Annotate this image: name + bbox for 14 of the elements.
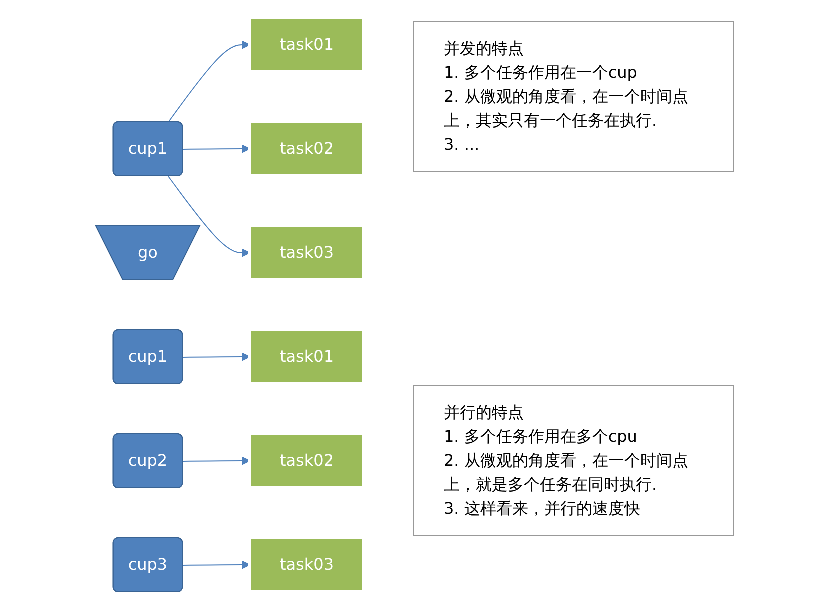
arrow: [167, 40, 250, 123]
node-box: 并行的特点 1. 多个任务作用在多个cpu 2. 从微观的角度看，在一个时间点上，就是多个任务在同时执行. 3. 这样看来，并行的速度快: [413, 386, 734, 536]
node-box: task03: [248, 224, 365, 282]
arrow: [182, 560, 250, 570]
arrow: [182, 352, 250, 362]
arrow: [182, 456, 250, 466]
node-box: task02: [248, 120, 365, 178]
arrow: [167, 176, 250, 258]
node-box: task01: [248, 328, 365, 386]
node-box: 并发的特点 1. 多个任务作用在一个cup 2. 从微观的角度看，在一个时间点上，其实只有一个任务在执行. 3. ...: [413, 22, 734, 172]
node-box: task01: [248, 16, 365, 74]
node-box: task03: [248, 536, 365, 594]
node-box: task02: [248, 432, 365, 490]
arrow: [182, 144, 250, 154]
